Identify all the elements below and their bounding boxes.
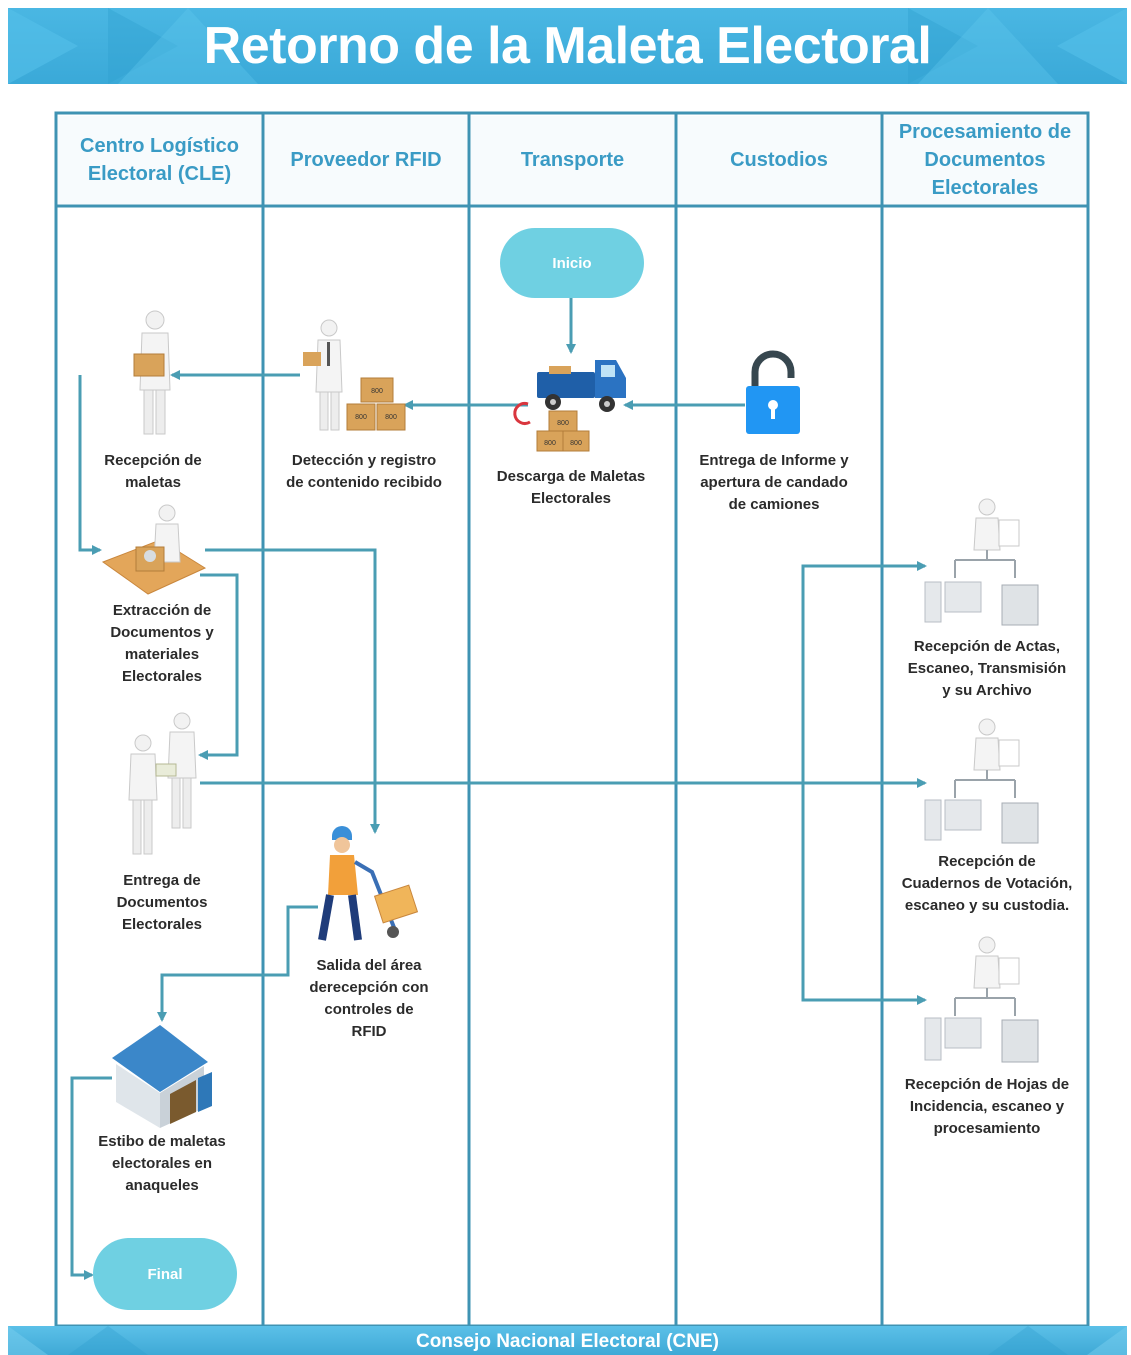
worker-cart-icon: [318, 826, 419, 941]
step-recepcion-actas: Recepción de Actas, Escaneo, Transmisión…: [907, 638, 1067, 699]
lane-title-procesamiento: Procesamiento de Documentos Electorales: [898, 121, 1072, 199]
box-marking: 800: [570, 440, 582, 447]
footer-text: Consejo Nacional Electoral (CNE): [415, 1331, 719, 1352]
lane-title-custodios: Custodios: [730, 149, 828, 171]
box-marking: 800: [371, 388, 383, 395]
box-marking: 800: [355, 414, 367, 421]
arrow-to-actas: [801, 561, 927, 783]
end-terminal: Final: [93, 1238, 237, 1310]
boxes-icon: 800 800 800: [513, 401, 590, 452]
padlock-icon: [746, 350, 800, 434]
step-estibo: Estibo de maletas electorales en anaquel…: [98, 1133, 226, 1194]
step-recepcion-maletas: Recepción de maletas: [104, 452, 202, 491]
step-recepcion-cuadernos: Recepción de Cuadernos de Votación, esca…: [901, 853, 1073, 914]
step-entrega-documentos: Entrega de Documentos Electorales: [116, 872, 208, 933]
warehouse-icon: [112, 1025, 212, 1128]
step-entrega-informe: Entrega de Informe y apertura de candado…: [699, 452, 849, 513]
start-terminal: Inicio: [500, 228, 644, 298]
lane-header-custodios: Custodios: [678, 116, 880, 204]
arrow-salida-estibo: [157, 905, 318, 1022]
box-marking: 800: [544, 440, 556, 447]
box-marking: 800: [557, 420, 569, 427]
office-workstation-icon: [924, 936, 1039, 1063]
lane-header-transporte: Transporte: [471, 116, 674, 204]
lane-header-cle: Centro Logístico Electoral (CLE): [58, 116, 261, 204]
office-workstation-icon: [924, 498, 1039, 626]
title-banner: Retorno de la Maleta Electoral: [8, 8, 1127, 84]
person-icon: [133, 310, 171, 435]
arrow-extraccion-entrega: [198, 573, 239, 760]
step-descarga: Descarga de Maletas Electorales: [496, 468, 646, 507]
banner-pattern: [8, 8, 1127, 84]
arrow-recepcion-extraccion: [78, 375, 102, 555]
handover-icon: [128, 712, 197, 855]
step-salida: Salida del área derecepción con controle…: [309, 957, 429, 1040]
step-recepcion-hojas: Recepción de Hojas de Incidencia, escane…: [904, 1076, 1070, 1137]
arrow-estibo-final: [70, 1076, 112, 1280]
arrow-extraccion-salida: [205, 548, 380, 834]
lane-title-transporte: Transporte: [520, 149, 625, 171]
step-deteccion: Detección y registro de contenido recibi…: [286, 452, 442, 491]
arrow-to-hojas: [801, 783, 927, 1005]
office-workstation-icon: [924, 718, 1039, 844]
footer-pattern: [8, 1326, 1127, 1355]
box-marking: 800: [385, 414, 397, 421]
page-title: Retorno de la Maleta Electoral: [203, 17, 932, 75]
lane-header-rfid: Proveedor RFID: [265, 116, 467, 204]
boxes-icon: 800 800 800: [346, 377, 406, 431]
lane-header-procesamiento: Procesamiento de Documentos Electorales: [884, 116, 1086, 204]
person-icon: [303, 319, 343, 431]
desk-box-icon: [101, 504, 207, 595]
footer-banner: Consejo Nacional Electoral (CNE): [8, 1326, 1127, 1355]
step-extraccion: Extracción de Documentos y materiales El…: [110, 602, 214, 685]
lane-title-cle: Centro Logístico Electoral (CLE): [80, 135, 239, 185]
lane-title-rfid: Proveedor RFID: [290, 149, 442, 171]
truck-icon: [537, 360, 626, 412]
